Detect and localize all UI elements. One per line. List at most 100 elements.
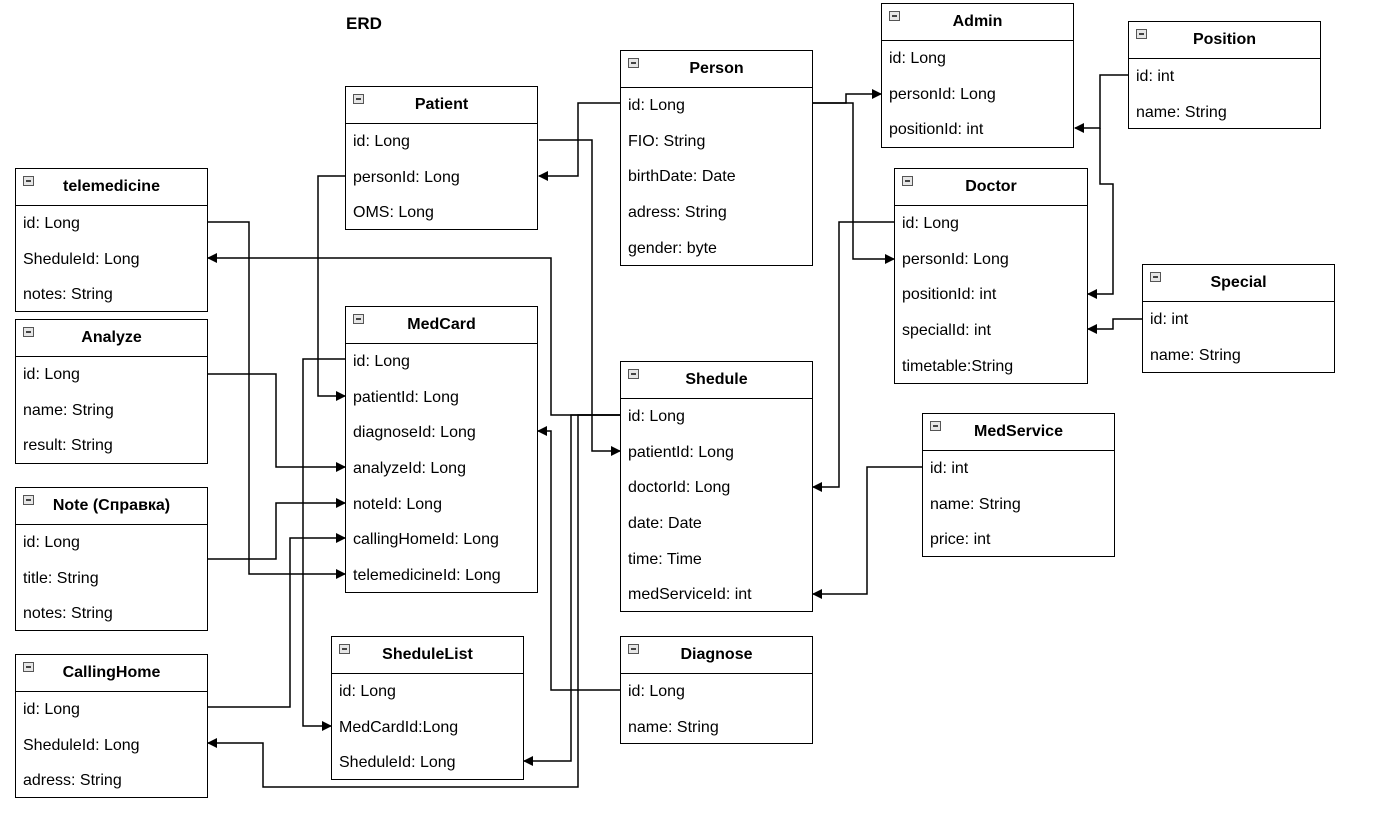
field-row: date: Date [628, 515, 702, 533]
field-row: name: String [1150, 346, 1241, 364]
entity-person[interactable]: Person id: Long FIO: String birthDate: D… [620, 50, 813, 266]
collapse-icon[interactable] [1136, 29, 1147, 39]
entity-doctor[interactable]: Doctor id: Long personId: Long positionI… [894, 168, 1088, 384]
field-row: adress: String [23, 772, 122, 790]
link-position-admin [1074, 74, 1128, 133]
field-row: id: Long [353, 353, 410, 370]
field-row: personId: Long [353, 168, 460, 186]
field-row: MedCardId:Long [339, 718, 459, 736]
link-note-medcard [208, 498, 346, 560]
field-row: positionId: int [902, 286, 997, 304]
entity-title: telemedicine [63, 178, 160, 195]
field-row: SheduleId: Long [23, 250, 140, 268]
field-row: specialId: int [902, 322, 991, 340]
entity-title: Admin [952, 13, 1003, 30]
field-row: id: Long [353, 133, 410, 150]
link-position-doctor [1087, 128, 1114, 299]
field-row: gender: byte [628, 239, 717, 257]
collapse-icon[interactable] [353, 314, 364, 324]
collapse-icon[interactable] [930, 421, 941, 431]
link-medcard-shedulelist [302, 358, 345, 731]
field-row: positionId: int [889, 121, 984, 139]
entity-shedule[interactable]: Shedule id: Long patientId: Long doctorI… [620, 361, 813, 612]
field-row: price: int [930, 531, 991, 549]
collapse-icon[interactable] [23, 662, 34, 672]
collapse-icon[interactable] [23, 327, 34, 337]
field-row: id: Long [902, 215, 959, 232]
entity-title: Shedule [685, 371, 748, 388]
field-row: notes: String [23, 605, 113, 623]
field-row: telemedicineId: Long [353, 567, 501, 585]
field-row: medServiceId: int [628, 586, 752, 604]
field-row: analyzeId: Long [353, 460, 466, 478]
field-row: OMS: Long [353, 204, 434, 222]
entity-title: Patient [414, 96, 469, 113]
diagram-title: ERD [346, 14, 382, 33]
link-person-admin [812, 89, 882, 104]
link-telemedicine-medcard [208, 221, 346, 579]
collapse-icon[interactable] [339, 644, 350, 654]
entity-title: MedCard [407, 316, 476, 333]
field-row: FIO: String [628, 132, 706, 150]
field-row: SheduleId: Long [23, 736, 140, 754]
entity-title: Note (Справка) [52, 497, 171, 514]
link-diagnose-medcard [537, 426, 620, 691]
entity-title: CallingHome [62, 664, 161, 681]
field-row: patientId: Long [353, 388, 459, 406]
field-row: id: Long [628, 408, 685, 425]
collapse-icon[interactable] [628, 58, 639, 68]
entity-medcard[interactable]: MedCard id: Long patientId: Long diagnos… [345, 306, 538, 593]
field-row: id: Long [23, 215, 80, 232]
link-shedule-shedulelist [523, 414, 620, 766]
entity-title: MedService [974, 423, 1063, 440]
field-row: result: String [23, 437, 113, 455]
link-person-doctor [812, 102, 895, 264]
entity-special[interactable]: Special id: int name: String [1142, 264, 1335, 373]
collapse-icon[interactable] [23, 495, 34, 505]
field-row: patientId: Long [628, 443, 734, 461]
entity-patient[interactable]: Patient id: Long personId: Long OMS: Lon… [345, 86, 538, 230]
field-row: title: String [23, 569, 99, 587]
field-row: id: Long [628, 683, 685, 700]
field-row: id: int [1150, 311, 1189, 328]
link-analyze-medcard [208, 373, 346, 472]
collapse-icon[interactable] [628, 369, 639, 379]
entity-note[interactable]: Note (Справка) id: Long title: String no… [15, 487, 208, 631]
entity-admin[interactable]: Admin id: Long personId: Long positionId… [881, 3, 1074, 148]
entity-telemedicine[interactable]: telemedicine id: Long SheduleId: Long no… [15, 168, 208, 312]
collapse-icon[interactable] [628, 644, 639, 654]
link-callinghome-medcard [208, 533, 346, 708]
field-row: timetable:String [902, 357, 1014, 375]
collapse-icon[interactable] [902, 176, 913, 186]
field-row: id: int [930, 460, 969, 477]
collapse-icon[interactable] [889, 11, 900, 21]
field-row: notes: String [23, 286, 113, 304]
collapse-icon[interactable] [353, 94, 364, 104]
field-row: id: Long [889, 50, 946, 67]
entity-title: Diagnose [680, 646, 753, 663]
link-special-doctor [1087, 318, 1142, 334]
entity-title: Special [1210, 274, 1267, 291]
field-row: name: String [628, 718, 719, 736]
field-row: adress: String [628, 204, 727, 222]
field-row: name: String [1136, 103, 1227, 121]
collapse-icon[interactable] [1150, 272, 1161, 282]
entity-shedulelist[interactable]: SheduleList id: Long MedCardId:Long Shed… [331, 636, 524, 780]
link-medservice-shedule [812, 466, 922, 599]
field-row: name: String [23, 401, 114, 419]
entity-callinghome[interactable]: CallingHome id: Long SheduleId: Long adr… [15, 654, 208, 798]
entity-title: SheduleList [382, 646, 473, 663]
field-row: diagnoseId: Long [353, 424, 476, 442]
entity-analyze[interactable]: Analyze id: Long name: String result: St… [15, 319, 208, 464]
collapse-icon[interactable] [23, 176, 34, 186]
field-row: noteId: Long [353, 495, 442, 513]
entity-position[interactable]: Position id: int name: String [1128, 21, 1321, 129]
entity-title: Position [1192, 31, 1257, 48]
link-patient-medcard [317, 175, 346, 401]
entity-diagnose[interactable]: Diagnose id: Long name: String [620, 636, 813, 744]
field-row: name: String [930, 495, 1021, 513]
entity-medservice[interactable]: MedService id: int name: String price: i… [922, 413, 1115, 557]
field-row: SheduleId: Long [339, 754, 456, 772]
field-row: id: Long [23, 701, 80, 718]
